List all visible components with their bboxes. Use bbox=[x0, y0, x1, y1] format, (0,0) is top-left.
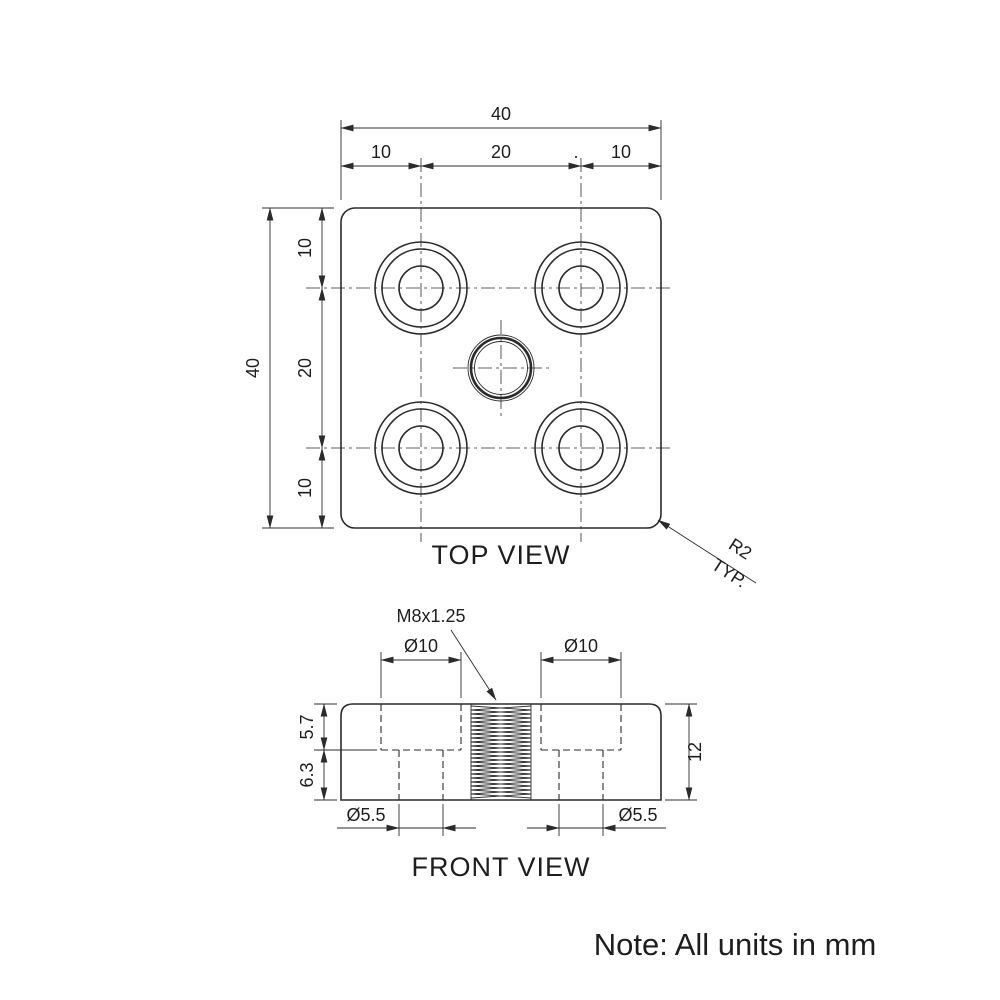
dim-text-stray-dot: . bbox=[573, 142, 578, 162]
top-view-centerlines bbox=[306, 158, 674, 542]
dim-cbore-right: Ø10 bbox=[540, 636, 622, 698]
counterbore-hole-bottom-left bbox=[374, 401, 468, 495]
dim-text-height-bottom: 10 bbox=[295, 478, 315, 498]
dim-thickness: 12 bbox=[665, 703, 705, 801]
dim-text-hole-right: Ø5.5 bbox=[618, 805, 657, 825]
thread-callout-text: M8x1.25 bbox=[396, 606, 465, 626]
thread-hatch bbox=[470, 704, 532, 800]
leader-line bbox=[450, 629, 497, 701]
counterbore-circle bbox=[541, 248, 621, 328]
counterbore-outer-circle bbox=[534, 241, 628, 335]
dim-depths-left: 5.7 6.3 bbox=[297, 703, 377, 801]
leader-line bbox=[657, 519, 704, 550]
top-view-title: TOP VIEW bbox=[431, 540, 570, 570]
dim-text-hole-left: Ø5.5 bbox=[346, 805, 385, 825]
dim-text-cbore-left: Ø10 bbox=[404, 636, 438, 656]
top-view: 40 10 20 . 10 40 10 20 10 bbox=[243, 104, 757, 592]
corner-radius-callout: R2 TYP. bbox=[657, 519, 757, 592]
hidden-lines-right-hole bbox=[540, 704, 622, 800]
dim-text-height-top: 10 bbox=[295, 238, 315, 258]
counterbore-hole-top-right bbox=[534, 241, 628, 335]
dim-hole-left: Ø5.5 bbox=[337, 804, 476, 836]
counterbore-hole-top-left bbox=[374, 241, 468, 335]
counterbore-outer-circle bbox=[534, 401, 628, 495]
front-view-plate-outline bbox=[340, 703, 662, 801]
dim-text-lower-depth: 6.3 bbox=[297, 762, 317, 787]
left-dim-height-total: 40 bbox=[243, 207, 334, 529]
dim-text-width-mid: 20 bbox=[491, 142, 511, 162]
dim-cbore-left: Ø10 bbox=[380, 636, 462, 698]
left-dim-hole-spacing: 10 20 10 bbox=[295, 207, 326, 529]
dim-text-width-total: 40 bbox=[491, 104, 511, 124]
dim-text-cbore-right: Ø10 bbox=[564, 636, 598, 656]
through-hole-circle bbox=[558, 425, 604, 471]
dim-text-cbore-depth: 5.7 bbox=[297, 714, 317, 739]
top-view-plate-outline bbox=[340, 207, 662, 529]
dim-text-height-mid: 20 bbox=[295, 358, 315, 378]
leader-underline bbox=[702, 548, 757, 584]
counterbore-circle bbox=[541, 408, 621, 488]
dim-text-width-right: 10 bbox=[611, 142, 631, 162]
dim-text-width-left: 10 bbox=[371, 142, 391, 162]
counterbore-hole-bottom-right bbox=[534, 401, 628, 495]
thread-minor-circle bbox=[474, 341, 528, 395]
through-hole-circle bbox=[398, 425, 444, 471]
thread-bold-circle bbox=[469, 336, 533, 400]
dim-hole-right: Ø5.5 bbox=[527, 804, 666, 836]
counterbore-circle bbox=[381, 408, 461, 488]
counterbore-outer-circle bbox=[374, 241, 468, 335]
dim-text-height-total: 40 bbox=[243, 358, 263, 378]
center-threaded-hole bbox=[467, 334, 535, 402]
front-view: M8x1.25 Ø10 Ø10 5.7 6.3 bbox=[297, 606, 705, 882]
thread-callout: M8x1.25 bbox=[396, 606, 497, 701]
corner-radius-text: R2 bbox=[725, 534, 755, 563]
front-view-title: FRONT VIEW bbox=[411, 852, 590, 882]
top-dim-hole-spacing: 10 20 . 10 bbox=[340, 142, 662, 170]
through-hole-circle bbox=[558, 265, 604, 311]
counterbore-circle bbox=[381, 248, 461, 328]
units-note: Note: All units in mm bbox=[594, 927, 877, 962]
thread-zigzag bbox=[470, 705, 532, 799]
hidden-lines-left-hole bbox=[380, 704, 462, 800]
dim-text-thickness: 12 bbox=[685, 742, 705, 762]
through-hole-circle bbox=[398, 265, 444, 311]
thread-major-circle bbox=[467, 334, 535, 402]
counterbore-outer-circle bbox=[374, 401, 468, 495]
top-dim-width-total: 40 bbox=[340, 104, 662, 200]
